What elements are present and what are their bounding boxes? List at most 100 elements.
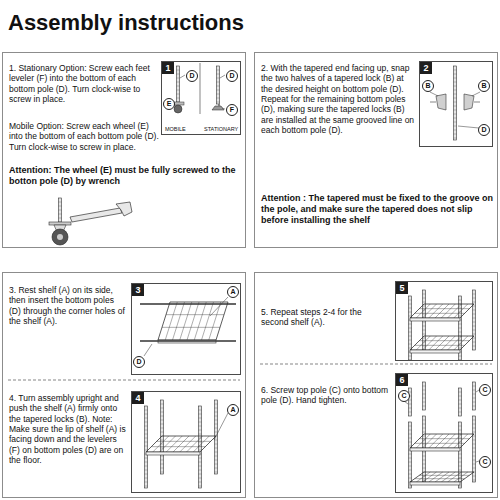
stroke (260, 364, 492, 365)
wire-shelf (410, 336, 474, 350)
stroke (473, 398, 476, 399)
stroke (459, 438, 462, 439)
stroke (454, 110, 457, 111)
stroke (215, 452, 218, 453)
stroke (59, 214, 62, 215)
stroke (409, 474, 412, 475)
stroke (409, 300, 412, 301)
stroke (473, 338, 476, 339)
stroke (459, 446, 462, 447)
stroke (454, 114, 457, 115)
stroke (161, 440, 164, 441)
stroke (473, 342, 476, 343)
stroke (409, 462, 412, 463)
stroke (459, 356, 462, 357)
stroke (459, 316, 462, 317)
stroke (180, 436, 196, 452)
stroke (409, 486, 412, 487)
stroke (187, 436, 203, 452)
stroke (430, 92, 438, 96)
stroke (409, 356, 412, 357)
wire-shelf (158, 302, 228, 340)
stroke (409, 348, 412, 349)
stroke (473, 294, 476, 295)
stroke (210, 297, 228, 316)
stroke (161, 420, 164, 421)
stroke (459, 300, 462, 301)
stroke (145, 438, 148, 439)
stroke (473, 390, 476, 391)
stroke (157, 441, 211, 442)
stroke (419, 438, 469, 439)
stroke (423, 398, 426, 399)
step-text: 5. Repeat steps 2-4 for the second shelf… (261, 307, 389, 328)
stroke (199, 418, 202, 419)
stroke (415, 313, 465, 314)
stroke (215, 448, 218, 449)
stroke (454, 98, 457, 99)
figure-box: 3 (131, 283, 241, 375)
callout-letter: D (226, 70, 238, 82)
stroke (423, 424, 426, 425)
stroke (448, 472, 462, 482)
stroke (423, 326, 426, 327)
stroke (454, 130, 457, 131)
stroke (145, 482, 148, 483)
stroke (415, 478, 465, 479)
stroke (454, 70, 457, 71)
stroke (423, 394, 426, 395)
callout-letter: C (479, 384, 491, 396)
stroke (199, 462, 202, 463)
stroke (419, 308, 469, 309)
stroke (199, 470, 202, 471)
stroke (459, 340, 462, 341)
stroke (423, 334, 426, 335)
stroke (199, 474, 202, 475)
stroke (454, 126, 457, 127)
stroke (8, 380, 240, 381)
option-label: STATIONARY (204, 126, 238, 132)
stroke (409, 308, 412, 309)
stroke (166, 314, 224, 315)
stroke (145, 418, 148, 419)
stroke (409, 438, 412, 439)
stroke (473, 334, 476, 335)
stroke (59, 206, 62, 207)
stroke (459, 412, 462, 413)
stroke (202, 302, 214, 340)
step-panel: 1MOBILESTATIONARY1. Stationary Option: S… (2, 52, 246, 248)
stroke (217, 78, 220, 79)
stroke (459, 466, 462, 467)
pole (423, 382, 426, 410)
stroke (409, 434, 412, 435)
stroke (409, 328, 412, 329)
stroke (473, 440, 476, 441)
stroke (473, 326, 476, 327)
attention-note: Attention : The tapered must be fixed to… (261, 193, 493, 226)
stroke (423, 406, 426, 407)
stroke (459, 486, 462, 487)
stroke (217, 74, 220, 75)
stroke (215, 420, 218, 421)
stroke (153, 436, 169, 452)
stroke (473, 346, 476, 347)
stroke (217, 70, 220, 71)
stroke (454, 118, 457, 119)
stroke (473, 420, 476, 421)
stroke (441, 336, 455, 350)
stroke (409, 400, 412, 401)
stroke (215, 432, 218, 433)
stroke (473, 428, 476, 429)
stroke (459, 426, 462, 427)
stroke (409, 324, 412, 325)
stroke (161, 472, 164, 473)
callout-letter: D (478, 124, 490, 136)
stroke (454, 90, 457, 91)
stroke (423, 452, 426, 453)
pole (473, 382, 476, 410)
stroke (474, 102, 480, 103)
stroke (162, 327, 220, 328)
stroke (459, 324, 462, 325)
step-panel: 565. Repeat steps 2-4 for the second she… (254, 272, 498, 498)
stroke (59, 218, 62, 219)
